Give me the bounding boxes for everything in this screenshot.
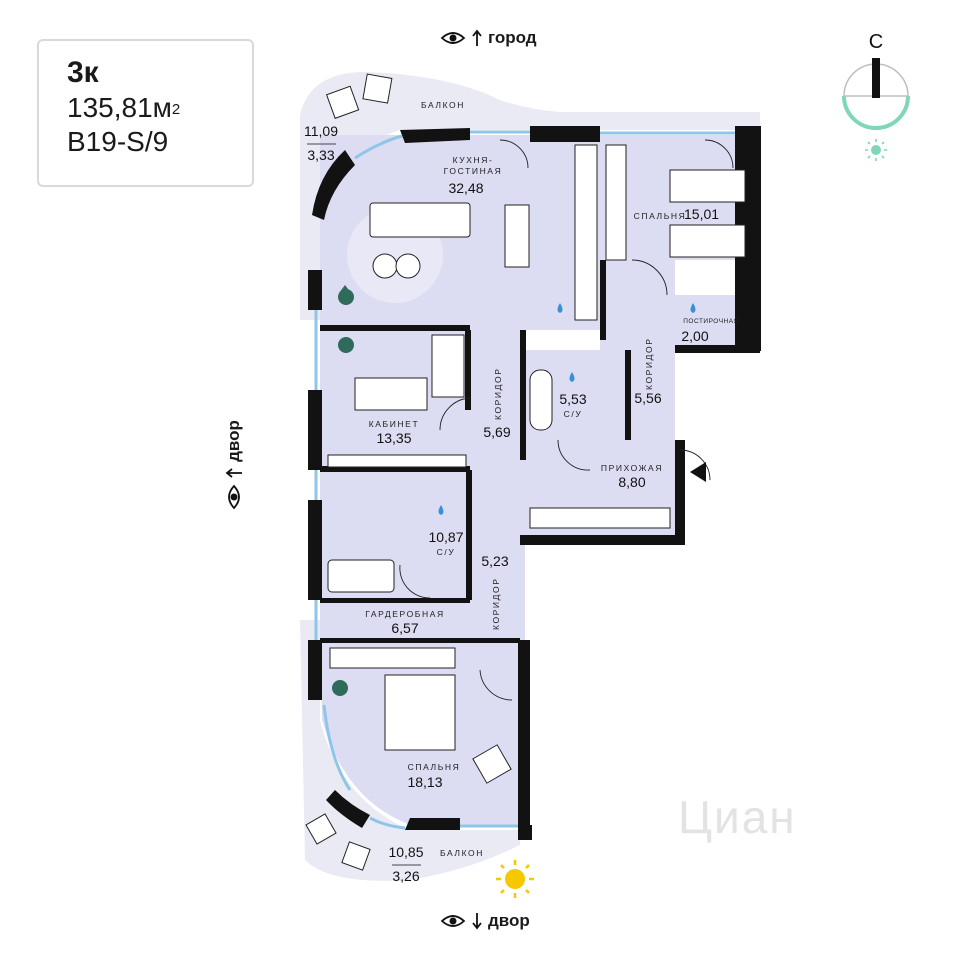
arrow-up-icon: [225, 468, 242, 478]
view-bottom: двор: [440, 911, 530, 931]
bath1-label: С/У: [564, 409, 583, 419]
sun-icon: [496, 860, 534, 898]
eye-icon: [228, 484, 240, 510]
corridor2-label: КОРИДОР: [644, 338, 654, 390]
study-label: КАБИНЕТ: [369, 419, 420, 429]
corridor2-area: 5,56: [634, 390, 661, 406]
watermark: Циан: [678, 791, 797, 843]
bedroom2-area: 18,13: [407, 774, 442, 790]
kitchen-label-2: ГОСТИНАЯ: [444, 166, 503, 176]
apartment-summary-card: 3к 135,81м2 B19-S/9: [37, 39, 254, 187]
corridor1-area: 5,69: [483, 424, 510, 440]
bedroom2-label: СПАЛЬНЯ: [408, 762, 461, 772]
view-bottom-label: двор: [488, 911, 530, 930]
eye-icon: [440, 915, 466, 927]
arrow-down-icon: [472, 913, 482, 930]
bedroom1-area: 15,01: [684, 206, 719, 222]
eye-icon: [440, 32, 466, 44]
bath1-area: 5,53: [559, 391, 586, 407]
corridor3-label: КОРИДОР: [491, 578, 501, 630]
balcony-top-area: 11,09: [304, 123, 338, 139]
water-drop-icon: [438, 303, 696, 515]
balcony-bottom-label: БАЛКОН: [440, 848, 484, 858]
balcony-top-area2: 3,33: [307, 147, 334, 163]
bath2-area: 10,87: [428, 529, 463, 545]
kitchen-label-1: КУХНЯ-: [453, 155, 494, 165]
corridor3-area: 5,23: [481, 553, 508, 569]
room-corridor1: [470, 330, 525, 470]
balcony-top-label: БАЛКОН: [421, 100, 465, 110]
laundry-label: ПОСТИРОЧНАЯ: [683, 318, 739, 325]
wardrobe-area: 6,57: [391, 620, 418, 636]
view-left: двор: [224, 415, 244, 515]
total-area: 135,81м2: [67, 91, 252, 125]
furniture: [305, 73, 746, 871]
area-unit-sup: 2: [171, 101, 181, 118]
apartment-code: B19-S/9: [67, 126, 169, 157]
balcony-bottom-area2: 3,26: [392, 868, 419, 884]
view-top: город: [440, 28, 537, 48]
entrance-arrow-icon: [690, 462, 706, 482]
compass-icon: С: [842, 31, 910, 161]
room-count: 3к: [67, 56, 99, 89]
room-corridor2: [600, 260, 675, 440]
balcony-bottom-area: 10,85: [388, 844, 423, 860]
compass-sun-icon: [865, 139, 887, 161]
view-top-label: город: [488, 28, 537, 47]
kitchen-area: 32,48: [448, 180, 483, 196]
room-wardrobe: [320, 600, 520, 640]
walls: [308, 126, 761, 840]
corridor1-label: КОРИДОР: [493, 368, 503, 420]
arrow-up-icon: [472, 29, 482, 46]
laundry-area: 2,00: [681, 328, 708, 344]
hall-area: 8,80: [618, 474, 645, 490]
total-area-value: 135,81м: [67, 92, 172, 123]
bedroom1-label: СПАЛЬНЯ: [634, 211, 687, 221]
bath2-label: С/У: [437, 547, 456, 557]
hall-label: ПРИХОЖАЯ: [601, 463, 663, 473]
compass-north-label: С: [869, 31, 883, 53]
glazing: [314, 130, 735, 830]
wardrobe-label: ГАРДЕРОБНАЯ: [365, 609, 444, 619]
study-area: 13,35: [376, 430, 411, 446]
plant-icon: [332, 285, 354, 696]
